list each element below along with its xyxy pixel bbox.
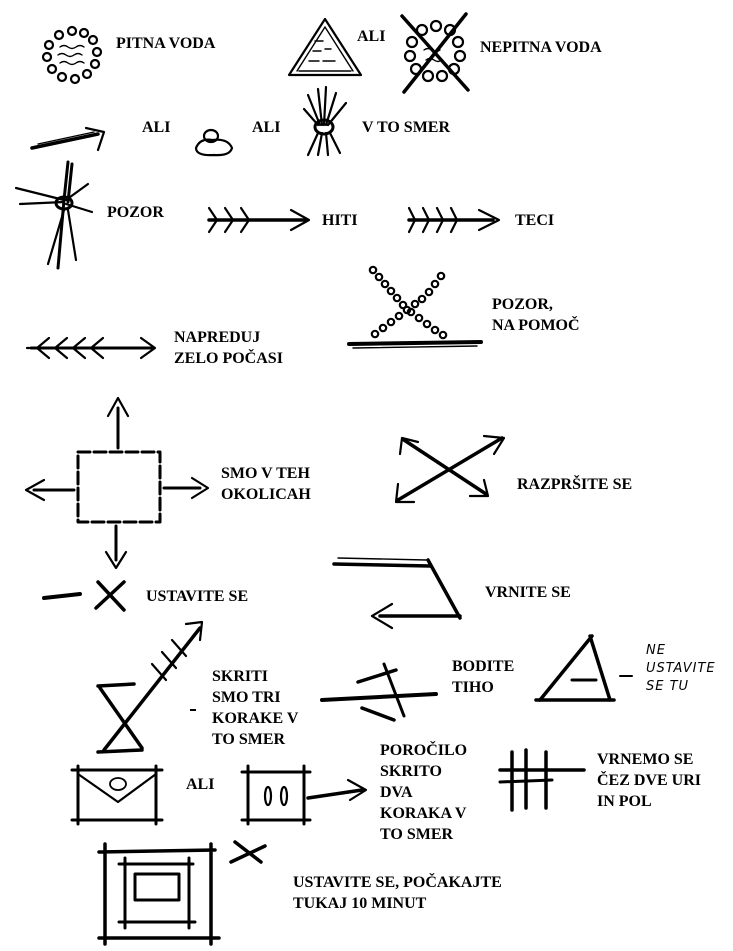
warning-tuft-icon <box>14 160 94 270</box>
campsite-square-arrows-icon <box>24 396 210 570</box>
be-quiet-sticks-icon <box>320 662 438 722</box>
label-line: TIHO <box>452 679 494 696</box>
label-teci: TECI <box>515 212 555 229</box>
label-ustavite-se: USTAVITE SE <box>146 588 249 605</box>
return-time-sticks-icon <box>498 748 586 812</box>
scatter-arrows-icon <box>394 434 506 504</box>
label-line: NA POMOČ <box>492 317 580 334</box>
label-line: POROČILO <box>380 742 468 759</box>
label-ali-1: ALI <box>357 28 386 45</box>
label-pozor-na-pomoc: POZOR, NA POMOČ <box>492 294 580 336</box>
label-v-to-smer: V TO SMER <box>362 119 451 136</box>
do-not-stop-here-triangle-icon <box>534 634 633 702</box>
label-pozor: POZOR <box>107 204 164 221</box>
label-skriti: SKRITI SMO TRI KORAKE V TO SMER <box>212 666 298 750</box>
label-hiti: HITI <box>322 212 358 229</box>
label-ali-4: ALI <box>186 776 215 793</box>
label-bodite-tiho: BODITE TIHO <box>452 656 514 698</box>
label-line: SMO V TEH <box>221 465 310 482</box>
help-signal-icon <box>347 265 483 349</box>
label-ustavite-pocakajte: USTAVITE SE, POČAKAJTE TUKAJ 10 MINUT <box>293 872 502 914</box>
label-line: USTAVITE <box>646 661 716 676</box>
label-line: KORAKA V <box>380 805 467 822</box>
label-napreduj: NAPREDUJ ZELO POČASI <box>174 327 283 369</box>
label-line: OKOLICAH <box>221 486 311 503</box>
label-line: SMO TRI <box>212 689 281 706</box>
drinking-water-symbol-icon <box>41 25 103 85</box>
label-line: ZELO POČASI <box>174 350 283 367</box>
label-line: TO SMER <box>212 731 286 748</box>
label-line: NAPREDUJ <box>174 329 261 346</box>
label-razprsite-se: RAZPRŠITE SE <box>517 476 633 493</box>
label-line: TO SMER <box>380 826 454 843</box>
label-vrnemo-se: VRNEMO SE ČEZ DVE URI IN POL <box>597 749 701 812</box>
label-line: ČEZ DVE URI <box>597 772 702 789</box>
label-line: POZOR, <box>492 296 553 313</box>
label-line: NE <box>646 643 666 658</box>
stick-arrow-right-icon <box>30 126 106 152</box>
label-vrnite-se: VRNITE SE <box>485 584 571 601</box>
label-line: SE TU <box>646 679 690 694</box>
label-porocilo: POROČILO SKRITO DVA KORAKA V TO SMER <box>380 740 467 845</box>
label-line: SKRITO <box>380 763 442 780</box>
label-ali-3: ALI <box>252 119 281 136</box>
wait-here-frame-icon <box>97 840 267 946</box>
label-ali-2: ALI <box>142 119 171 136</box>
label-line: USTAVITE SE, POČAKAJTE <box>293 874 502 891</box>
handwritten-ne-ustavite: NE USTAVITE SE TU <box>646 642 716 696</box>
hurry-arrow-icon <box>207 206 311 234</box>
label-line: IN POL <box>597 793 652 810</box>
label-line: TUKAJ 10 MINUT <box>293 895 427 912</box>
label-line: DVA <box>380 784 413 801</box>
label-line: KORAKE V <box>212 710 299 727</box>
label-nepitna-voda: NEPITNA VODA <box>480 39 602 56</box>
label-pitna-voda: PITNA VODA <box>116 35 216 52</box>
grass-tuft-knot-icon <box>302 85 348 157</box>
label-line: SKRITI <box>212 668 269 685</box>
hidden-three-steps-icon <box>96 620 204 754</box>
run-arrow-icon <box>407 206 501 234</box>
report-two-steps-frame-icon <box>240 764 368 826</box>
proceed-slowly-arrow-icon <box>25 336 157 360</box>
report-envelope-frame-icon <box>70 764 164 826</box>
stick-triangle-icon <box>287 17 363 77</box>
undrinkable-water-symbol-icon <box>400 12 470 94</box>
stone-pile-icon <box>194 128 234 157</box>
label-line: BODITE <box>452 658 515 675</box>
label-smo-v-teh-okolicah: SMO V TEH OKOLICAH <box>221 463 311 505</box>
stop-sign-sticks-icon <box>42 580 126 612</box>
label-line: VRNEMO SE <box>597 751 694 768</box>
return-arrow-icon <box>332 557 462 630</box>
